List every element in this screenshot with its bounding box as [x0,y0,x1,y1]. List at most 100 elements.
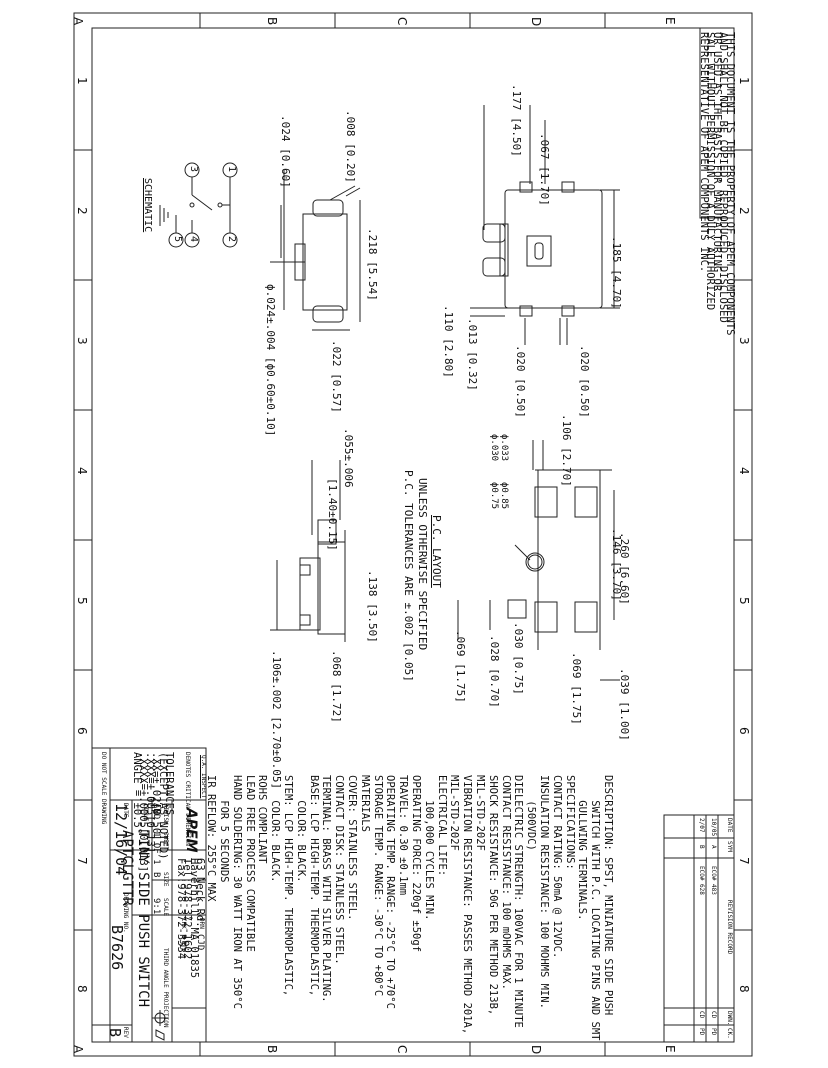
zone-number-2-right: 2 [737,207,751,215]
dim-layout-phi085: ϕ0.85 [499,482,509,510]
dim-218: .218 [5.54] [366,228,379,301]
zone-letter-c-bottom: C [395,1045,409,1054]
revision-row-sym: B [698,845,705,849]
projection-label: THIRD ANGLE PROJECTION [162,948,169,1028]
bottom-view-body [317,541,346,635]
inner-border [91,27,735,1043]
dim-layout-106: .106 [2.70] [560,414,573,487]
sheet-value: 1 OF 1 [151,832,161,865]
schematic-label: SCHEMATIC [142,178,153,233]
pc-layout-note-2: P.C. TOLERANCES ARE ±.002 [0.05] [402,470,415,682]
apem-logo: APEM [183,808,199,853]
dim-138: .138 [3.50] [366,570,379,643]
dim-layout-069b: .069 [1.75] [454,630,467,703]
pc-layout-note-1: UNLESS OTHERWISE SPECIFIED [416,478,429,651]
zone-number-8-right: 8 [737,985,751,993]
do-not-scale: DO NOT SCALE DRAWING [100,752,107,825]
revision-row-ck: PD [710,1028,717,1036]
drawing-date: 12/16/04 [112,803,130,876]
zone-number-4-right: 4 [737,467,751,475]
drn-label: DRN [198,918,205,929]
pin-4-label: 4 [188,236,199,243]
zone-letter-b: B [265,17,279,26]
revision-header-sym: SYM [726,841,733,852]
zone-number-5-right: 5 [737,597,751,605]
revision-row-ck: PD [698,1028,705,1036]
zone-letter-d-bottom: D [529,1045,543,1055]
sheet-label: SHEET [162,832,169,851]
pad [534,486,558,518]
zone-number-1-right: 1 [737,77,751,85]
zone-letter-e: E [663,17,677,25]
dim-layout-039: .039 [1.00] [618,668,631,741]
finish-value: AND [151,803,161,820]
dim-020a: .020 [0.50] [514,345,527,418]
revision-header-date: DATE [726,818,733,833]
drawing-title: TINY SIDE PUSH SWITCH [135,830,151,1008]
dim-106: .106±.002 [2.70±0.05] [270,650,283,790]
scale-label: SCALE [162,898,169,917]
dim-layout-030: .030 [0.75] [512,622,525,695]
dim-110: .110 [2.80] [442,305,455,378]
dim-layout-phi030: ϕ.030 [489,434,499,462]
dim-008: .008 [0.20] [344,110,357,183]
chk-value: PJD [177,934,187,951]
drn-value: CJD [195,934,205,951]
side-view-body [302,213,348,311]
top-view-body [504,189,603,309]
zone-number-3: 3 [75,337,89,345]
dim-020b: .020 [0.50] [578,345,591,418]
specifications-notes: DESCRIPTION: SPST, MINIATURE SIDE PUSH S… [205,775,614,1041]
property-notice: THIS DOCUMENT IS THE PROPERTY OF APEM CO… [697,32,736,336]
revision-header-ck: CK. [726,1028,733,1039]
zone-number-4: 4 [75,467,89,475]
zone-number-5: 5 [75,597,89,605]
dim-068: .068 [1.72] [330,650,343,723]
pin-3-label: 3 [188,166,199,173]
dim-layout-phi033: ϕ.033 [499,434,509,462]
zone-number-8: 8 [75,985,89,993]
rev-value: B [106,1028,124,1038]
size-label: SIZE [162,872,169,887]
chk-label: CHK [180,918,187,929]
zone-number-6: 6 [75,727,89,735]
dim-phi024: ϕ.024±.004 [ϕ0.60±0.10] [264,284,277,437]
dim-067: .067 [1.70] [538,133,551,206]
zone-number-6-right: 6 [737,727,751,735]
dim-177: .177 [4.50] [510,84,523,157]
revision-row-sym: A [710,845,717,849]
zone-letter-a: A [71,17,85,26]
size-value: B [151,872,161,878]
zone-letter-a-bottom: A [71,1045,85,1054]
dim-024: .024 [0.60] [279,115,292,188]
revision-row-date: 10/05 [710,818,717,837]
zone-number-7-right: 7 [737,857,751,865]
pin-5-label: 5 [172,236,183,243]
zone-number-1: 1 [75,77,89,85]
pin-1-label: 1 [226,166,237,173]
pin-2-label: 2 [226,236,237,243]
pc-layout-title: P.C. LAYOUT [430,515,443,588]
zone-number-7: 7 [75,857,89,865]
revision-record-title: REVISION RECORD [726,900,733,955]
zone-letter-d: D [529,17,543,27]
scale-value: 9:1 [151,898,161,915]
dim-layout-028: .028 [0.70] [488,635,501,708]
finish-label: FINISH [162,803,169,825]
zone-letter-e-bottom: E [663,1045,677,1053]
revision-row-date: 2/07 [698,818,705,833]
dim-013: .013 [0.32] [466,318,479,391]
revision-row-dwn: CD [698,1011,705,1019]
zone-letter-c: C [395,17,409,26]
revision-row-dwn: CD [710,1011,717,1019]
title-label: TITLE [142,803,149,822]
dim-055: .055±.006 [342,428,355,488]
dim-layout-069a: .069 [1.75] [570,652,583,725]
drawing-number: B7626 [108,925,126,971]
dim-185: .185 [4.70] [610,236,623,309]
qa-inspect: Q.A. INSPECT [200,755,207,799]
zone-number-2: 2 [75,207,89,215]
dim-layout-phi075: ϕ0.75 [489,482,499,510]
